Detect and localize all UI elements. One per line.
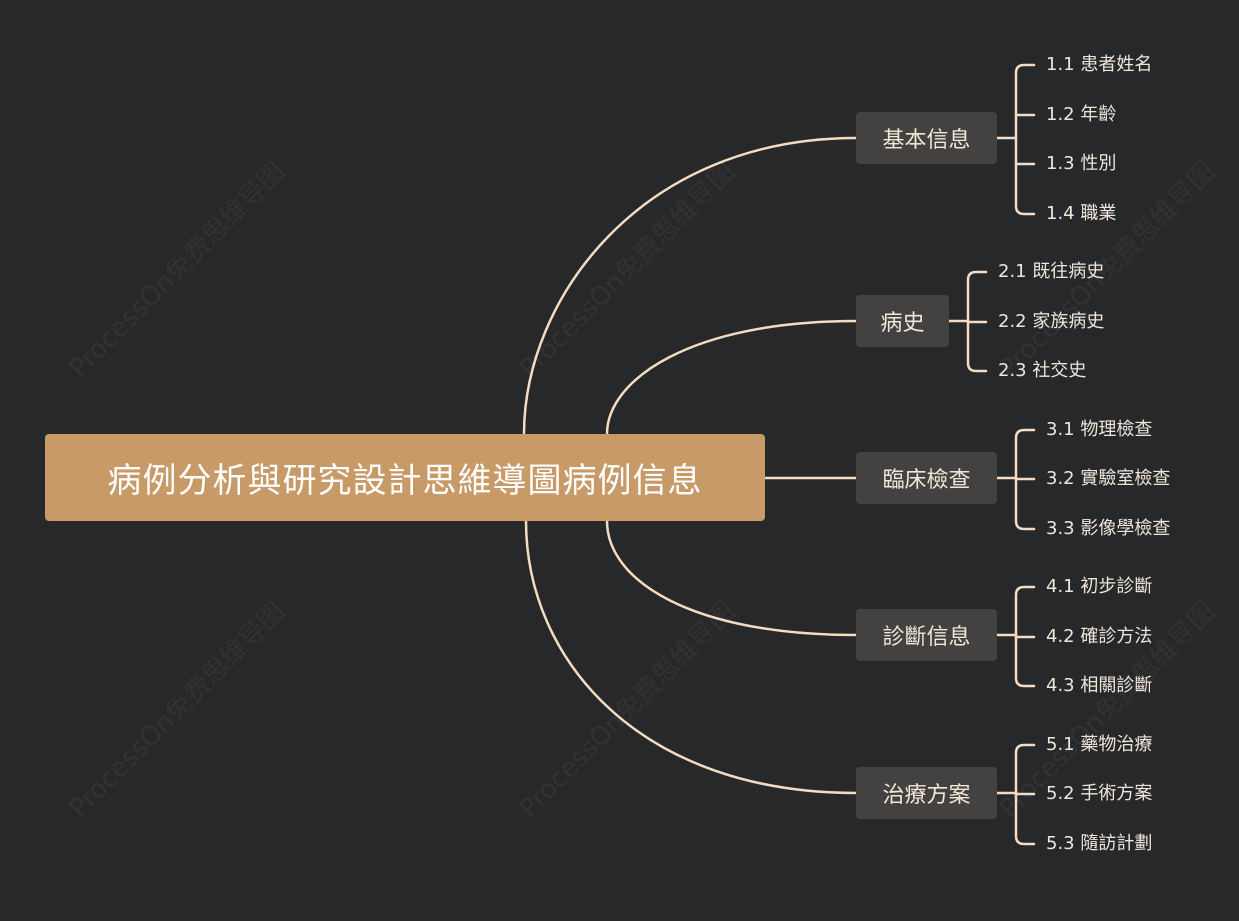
leaf-topic[interactable]: 2.1 既往病史 [998, 261, 1105, 282]
leaf-topic[interactable]: 4.2 確診方法 [1046, 626, 1153, 647]
connector-root-branch [605, 319, 858, 436]
leaf-topic[interactable]: 2.3 社交史 [998, 360, 1087, 381]
branch-topic-treatment[interactable]: 治療方案 [856, 767, 997, 819]
leaf-topic[interactable]: 1.1 患者姓名 [1046, 54, 1153, 75]
branch-topic-medical-history[interactable]: 病史 [856, 295, 949, 347]
branch-topic-basic-info[interactable]: 基本信息 [856, 112, 997, 164]
leaf-topic[interactable]: 5.3 隨訪計劃 [1046, 833, 1153, 854]
leaf-topic[interactable]: 3.3 影像學檢查 [1046, 518, 1171, 539]
branch-topic-label: 診斷信息 [882, 625, 971, 650]
leaf-topic[interactable]: 1.4 職業 [1046, 203, 1117, 224]
branch-topic-label: 治療方案 [882, 783, 971, 808]
connector-root-branch [524, 519, 858, 795]
branch-topic-diagnosis[interactable]: 診斷信息 [856, 609, 997, 661]
leaf-topic[interactable]: 4.1 初步診斷 [1046, 576, 1153, 597]
leaf-topic[interactable]: 1.2 年齡 [1046, 104, 1117, 125]
branch-topic-clinical-exam[interactable]: 臨床檢查 [856, 452, 997, 504]
root-topic[interactable]: 病例分析與研究設計思維導圖病例信息 [45, 434, 765, 521]
connector-root-branch [605, 519, 858, 637]
root-topic-title: 病例分析與研究設計思維導圖病例信息 [107, 461, 703, 501]
leaf-topic[interactable]: 2.2 家族病史 [998, 311, 1105, 332]
branch-topic-label: 基本信息 [882, 128, 971, 153]
leaf-topic[interactable]: 5.1 藥物治療 [1046, 734, 1153, 755]
connector-root-branch [522, 136, 858, 436]
leaf-topic[interactable]: 1.3 性別 [1046, 153, 1117, 174]
leaf-topic[interactable]: 4.3 相關診斷 [1046, 675, 1153, 696]
branch-topic-label: 臨床檢查 [882, 468, 971, 493]
branch-topic-label: 病史 [880, 311, 925, 336]
leaf-topic[interactable]: 3.2 實驗室檢查 [1046, 468, 1171, 489]
leaf-topic[interactable]: 3.1 物理檢查 [1046, 419, 1153, 440]
leaf-topic[interactable]: 5.2 手術方案 [1046, 783, 1153, 804]
connector-bracket [1014, 63, 1036, 216]
